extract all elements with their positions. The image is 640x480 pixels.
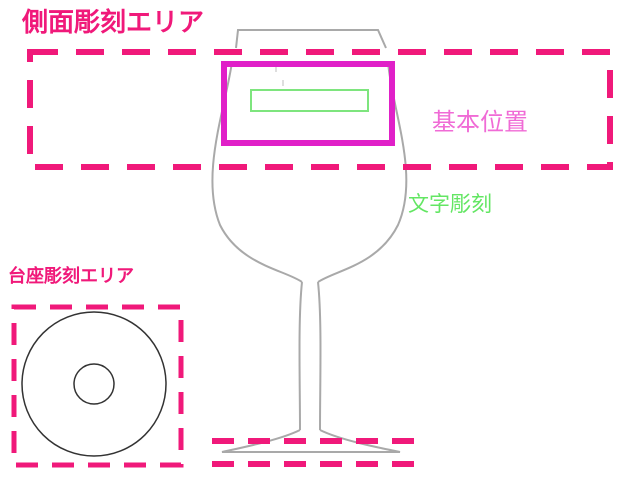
glass-rim [235, 29, 387, 49]
pedestal-inner-circle [73, 363, 115, 405]
pedestal-engraving-area-label: 台座彫刻エリア [8, 266, 134, 287]
glass-foot [221, 429, 401, 453]
side-engraving-area-label: 側面彫刻エリア [22, 8, 205, 38]
pedestal-engraving-area [11, 304, 184, 468]
side-engraving-area [27, 49, 613, 170]
text-engraving-box [250, 89, 369, 112]
glass-stem-right [317, 281, 322, 431]
glass-stem-left [298, 281, 303, 431]
base-position-label: 基本位置 [432, 108, 528, 136]
base-position-box [221, 61, 395, 146]
text-engraving-label: 文字彫刻 [408, 192, 492, 216]
pedestal-outer-circle [21, 311, 167, 457]
wine-glass [211, 29, 408, 453]
glass-bowl-right [317, 61, 408, 283]
